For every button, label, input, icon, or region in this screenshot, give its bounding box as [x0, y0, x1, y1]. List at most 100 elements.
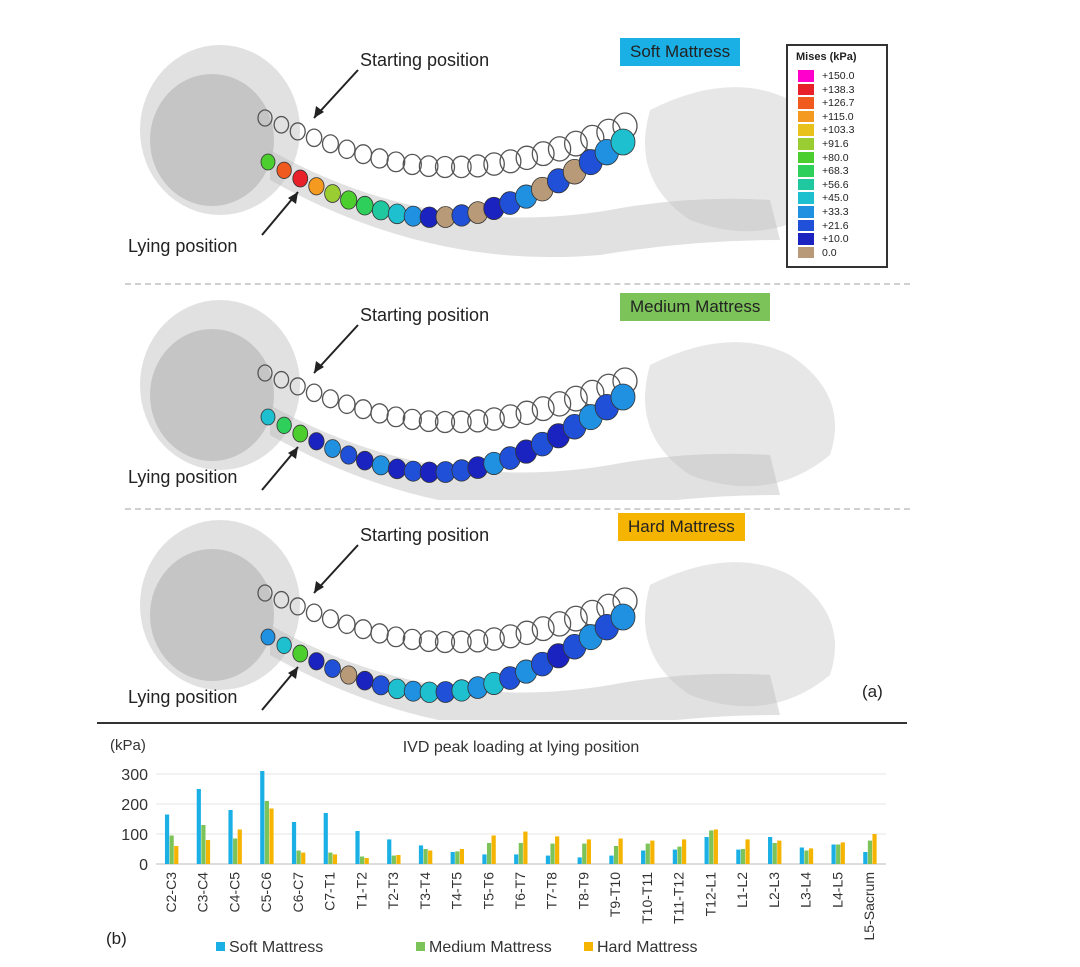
lying-disc	[340, 445, 358, 465]
x-tick-label: T8-T9	[575, 872, 591, 910]
starting-disc	[499, 404, 522, 429]
x-tick-label: T1-T2	[353, 872, 369, 910]
bar	[613, 846, 619, 864]
lying-disc	[308, 652, 325, 671]
bar	[577, 857, 582, 864]
lying-disc	[276, 416, 292, 434]
starting-position-label: Starting position	[360, 525, 490, 545]
bar	[745, 839, 750, 864]
lying-disc	[292, 424, 309, 443]
bar	[482, 854, 487, 864]
starting-disc	[434, 630, 456, 654]
starting-disc	[354, 144, 373, 165]
bar	[301, 852, 306, 864]
x-tick-label: T5-T6	[480, 872, 496, 910]
ivd-peak-loading-chart: IVD peak loading at lying position(kPa)0…	[106, 737, 886, 956]
legend-swatch	[798, 178, 814, 191]
legend-value: 0.0	[822, 246, 837, 259]
starting-disc	[418, 630, 439, 653]
lying-disc	[371, 200, 390, 221]
x-tick-label: C5-C6	[258, 872, 274, 913]
starting-disc	[547, 136, 572, 162]
chart-legend-label: Soft Mattress	[229, 939, 323, 956]
bar	[196, 789, 201, 864]
starting-disc	[547, 611, 572, 637]
x-tick-label: T2-T3	[385, 872, 401, 910]
bar	[799, 847, 804, 864]
legend-swatch	[798, 233, 814, 245]
starting-disc	[467, 154, 489, 178]
starting-disc	[273, 370, 290, 389]
vertebral-column-shape	[270, 150, 780, 258]
legend-value: +10.0	[822, 233, 849, 246]
starting-disc	[499, 624, 522, 649]
starting-disc	[515, 145, 539, 171]
lying-disc	[276, 636, 292, 654]
lying-disc	[324, 184, 341, 203]
lying-position-label: Lying position	[128, 687, 238, 707]
bar	[491, 835, 496, 864]
y-tick-label: 100	[121, 827, 148, 844]
panel-b-label: (b)	[106, 929, 127, 948]
starting-disc	[563, 385, 588, 412]
legend-swatch	[798, 192, 814, 204]
bar	[836, 844, 841, 864]
starting-disc	[402, 628, 422, 651]
starting-disc	[467, 629, 489, 653]
lying-disc	[387, 458, 407, 480]
starting-disc	[402, 153, 422, 176]
lying-disc	[292, 644, 309, 663]
starting-disc	[563, 130, 588, 157]
lying-disc	[403, 205, 423, 227]
starting-disc	[370, 403, 389, 424]
bar	[396, 855, 401, 864]
starting-disc	[354, 399, 373, 420]
panel-a-label: (a)	[862, 682, 883, 701]
skull-inner-shape	[150, 74, 274, 206]
bar	[709, 830, 714, 864]
starting-disc	[563, 605, 588, 632]
bar	[523, 831, 528, 864]
x-tick-label: C6-C7	[290, 872, 306, 913]
x-tick-label: T10-T11	[639, 872, 655, 924]
starting-disc	[257, 109, 273, 127]
starting-disc	[257, 584, 273, 602]
starting-disc	[450, 630, 472, 654]
bar	[323, 813, 328, 864]
bar	[777, 840, 782, 864]
bar	[618, 838, 623, 864]
starting-disc	[450, 155, 472, 179]
bar	[260, 771, 265, 864]
bar	[332, 854, 338, 864]
legend-value: +80.0	[822, 151, 849, 164]
starting-disc	[321, 134, 340, 154]
starting-arrow	[313, 544, 359, 594]
bar	[269, 808, 274, 864]
bar	[364, 858, 369, 864]
bar	[205, 840, 211, 864]
y-tick-label: 300	[121, 767, 148, 784]
lying-arrowhead	[288, 192, 298, 204]
bar	[423, 849, 428, 864]
x-tick-label: T12-L1	[702, 872, 718, 917]
legend-swatch	[798, 83, 814, 96]
starting-disc	[531, 396, 555, 422]
bar	[550, 843, 555, 864]
starting-disc	[515, 620, 539, 646]
bar	[863, 852, 868, 864]
starting-disc	[434, 410, 456, 434]
bar	[296, 850, 301, 864]
x-tick-label: T3-T4	[417, 872, 433, 910]
legend-swatch	[798, 138, 814, 150]
bar	[418, 845, 424, 864]
legend-value: +138.3	[822, 83, 855, 96]
chart-title: IVD peak loading at lying position	[403, 739, 640, 756]
bar	[486, 843, 492, 864]
lying-disc	[356, 195, 374, 216]
bar	[391, 855, 396, 864]
bar	[360, 856, 365, 864]
bar	[518, 843, 523, 864]
bar	[291, 822, 297, 864]
